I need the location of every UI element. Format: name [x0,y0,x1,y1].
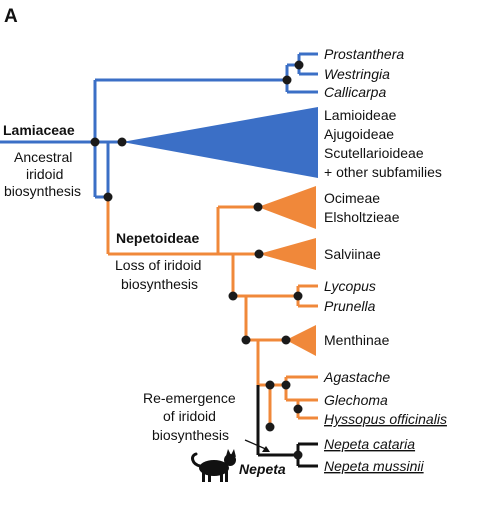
reemergence-note-line-2: of iridoid [163,408,216,424]
nepeta-genus-label: Nepeta [239,461,286,477]
taxon-ocimeae: Ocimeae [324,190,380,206]
panel-letter: A [4,6,18,27]
lamiaceae-note-line-1: Ancestral [14,149,72,165]
nepeta-branches [256,385,318,468]
taxon-glechoma: Glechoma [324,392,388,408]
blue-branches [0,52,318,199]
taxon-prostanthera: Prostanthera [324,46,404,62]
taxon-subfamily-1: Lamioideae [324,107,397,123]
taxon-subfamily-3: Scutellarioideae [324,145,424,161]
menthinae-triangle [286,325,316,356]
taxon-prunella: Prunella [324,298,376,314]
lamiaceae-note-line-2: iridoid [26,166,63,182]
taxon-subfamily-4: + other subfamilies [324,164,442,180]
lamiaceae-subfamilies-triangle [122,107,318,178]
reemergence-note-line-3: biosynthesis [152,427,229,443]
lamiaceae-label: Lamiaceae [3,122,75,138]
salviinae-triangle [259,238,316,270]
taxon-agastache: Agastache [323,369,390,385]
lamiaceae-note-line-3: biosynthesis [4,183,81,199]
cat-icon [191,449,236,482]
taxon-salviinae: Salviinae [324,246,381,262]
taxon-nepeta-cataria: Nepeta cataria [324,436,415,452]
nepetoideae-label: Nepetoideae [116,230,199,246]
taxon-elsholtzieae: Elsholtzieae [324,209,400,225]
tree-nodes [90,60,304,460]
taxon-westringia: Westringia [324,66,390,82]
reemergence-arrow [244,439,270,452]
taxon-lycopus: Lycopus [324,278,376,294]
orange-branches [106,197,318,427]
taxon-subfamily-2: Ajugoideae [324,126,394,142]
taxon-nepeta-mussinii: Nepeta mussinii [324,458,424,474]
taxon-callicarpa: Callicarpa [324,84,386,100]
taxon-hyssopus-officinalis: Hyssopus officinalis [324,411,447,427]
taxon-menthinae: Menthinae [324,332,390,348]
reemergence-note-line-1: Re-emergence [143,390,236,406]
nepetoideae-note-line-1: Loss of iridoid [115,257,201,273]
ocimeae-elsholtzieae-triangle [258,186,316,229]
nepetoideae-note-line-2: biosynthesis [121,276,198,292]
